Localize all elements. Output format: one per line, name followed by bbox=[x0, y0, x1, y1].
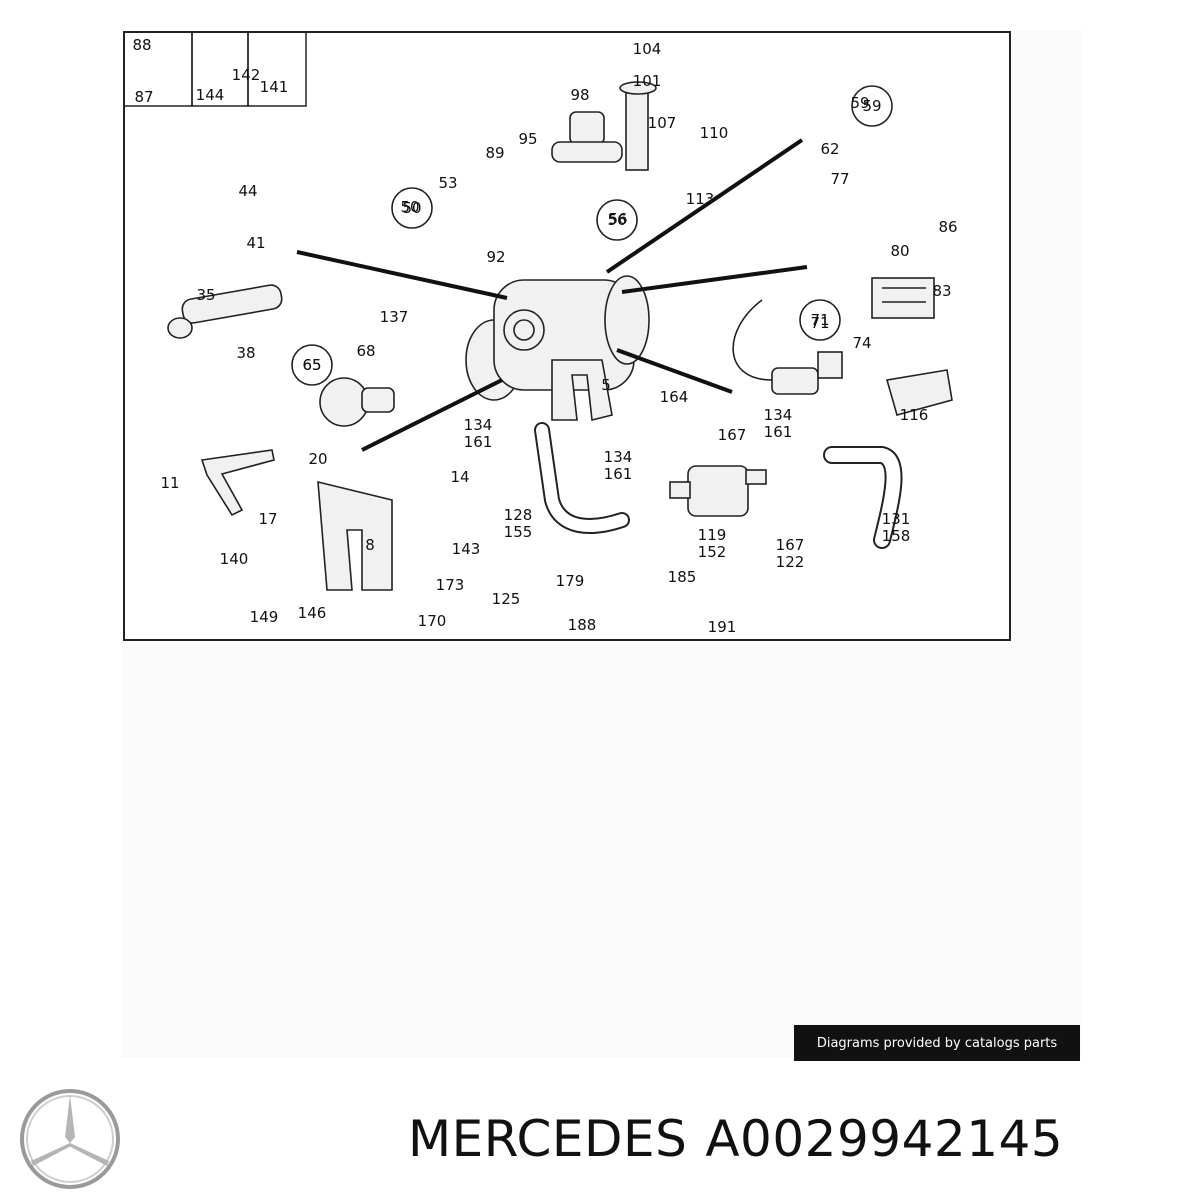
part-label: 71 bbox=[810, 314, 829, 332]
part-label: 88 bbox=[132, 36, 151, 54]
sensor-71 bbox=[732, 299, 843, 395]
part-label: 11 bbox=[160, 474, 179, 492]
part-label: 110 bbox=[700, 124, 729, 142]
part-caption: MERCEDES A0029942145 bbox=[408, 1110, 1081, 1168]
pipe-128 bbox=[534, 422, 630, 534]
part-label: 185 bbox=[668, 568, 697, 586]
part-label: 92 bbox=[486, 248, 505, 266]
callout-label: 71 bbox=[810, 311, 829, 329]
part-label: 98 bbox=[570, 86, 589, 104]
part-label: 14 bbox=[450, 468, 469, 486]
callout-labels: 50 56 59 65 71 bbox=[302, 97, 881, 374]
part-label: 104 bbox=[633, 40, 662, 58]
part-label: 44 bbox=[238, 182, 257, 200]
callout-label: 50 bbox=[402, 199, 421, 217]
pipe-131 bbox=[823, 446, 903, 549]
valve-65 bbox=[319, 377, 395, 427]
part-label: 68 bbox=[356, 342, 375, 360]
part-label: 50 bbox=[400, 198, 419, 216]
part-label: 142 bbox=[232, 66, 261, 84]
part-label: 83 bbox=[932, 282, 951, 300]
callout-label: 56 bbox=[607, 211, 626, 229]
part-label: 65 bbox=[302, 356, 321, 374]
mercedes-star-icon bbox=[20, 1089, 120, 1189]
part-label: 56 bbox=[608, 210, 627, 228]
part-label: 20 bbox=[308, 450, 327, 468]
hose-assembly bbox=[479, 177, 545, 229]
inset-box-3 bbox=[247, 31, 307, 107]
part-label: 140 bbox=[220, 550, 249, 568]
part-label: 5 bbox=[601, 376, 611, 394]
callout-circles bbox=[291, 85, 893, 386]
part-label: 125 bbox=[492, 590, 521, 608]
part-label: 149 bbox=[250, 608, 279, 626]
connector-83 bbox=[871, 277, 935, 319]
muffler-119 bbox=[669, 465, 767, 517]
part-label: 173 bbox=[436, 576, 465, 594]
part-label: 17 bbox=[258, 510, 277, 528]
part-label: 38 bbox=[236, 344, 255, 362]
bracket-11 bbox=[200, 449, 275, 517]
part-label: 77 bbox=[830, 170, 849, 188]
part-label: 188 bbox=[568, 616, 597, 634]
part-label: 164 bbox=[660, 388, 689, 406]
part-label: 89 bbox=[485, 144, 504, 162]
bracket-8 bbox=[317, 480, 393, 591]
egr-valve bbox=[551, 111, 623, 163]
part-label: 170 bbox=[418, 612, 447, 630]
part-label: 116 bbox=[900, 406, 929, 424]
part-label: 144 bbox=[196, 86, 225, 104]
part-label: 101 bbox=[633, 72, 662, 90]
part-label: 191 bbox=[708, 618, 737, 636]
part-label: 80 bbox=[890, 242, 909, 260]
part-label: 143 bbox=[452, 540, 481, 558]
brand-name: MERCEDES bbox=[408, 1110, 688, 1168]
exhaust-hose-35 bbox=[167, 284, 283, 339]
part-label: 8 bbox=[365, 536, 375, 554]
part-label: 53 bbox=[438, 174, 457, 192]
part-label: 35 bbox=[196, 286, 215, 304]
part-label: 113 bbox=[686, 190, 715, 208]
callout-label: 65 bbox=[302, 356, 321, 374]
part-label: 167 bbox=[718, 426, 747, 444]
part-label: 87 bbox=[134, 88, 153, 106]
turbocharger-assembly bbox=[465, 275, 650, 421]
part-label: 41 bbox=[246, 234, 265, 252]
part-label: 59 bbox=[850, 94, 869, 112]
part-label: 95 bbox=[518, 130, 537, 148]
pipe-107 bbox=[619, 81, 657, 171]
part-label: 107 bbox=[648, 114, 677, 132]
part-label: 179 bbox=[556, 572, 585, 590]
pointer-arrows bbox=[296, 138, 808, 452]
credit-banner: Diagrams provided by catalogs parts bbox=[794, 1025, 1080, 1061]
part-label: 74 bbox=[852, 334, 871, 352]
cover-116 bbox=[885, 369, 953, 416]
part-label: 86 bbox=[938, 218, 957, 236]
callout-label: 59 bbox=[862, 97, 881, 115]
part-label: 141 bbox=[260, 78, 289, 96]
part-label: 62 bbox=[820, 140, 839, 158]
part-label: 146 bbox=[298, 604, 327, 622]
part-number: A0029942145 bbox=[705, 1110, 1064, 1168]
part-label: 137 bbox=[380, 308, 409, 326]
